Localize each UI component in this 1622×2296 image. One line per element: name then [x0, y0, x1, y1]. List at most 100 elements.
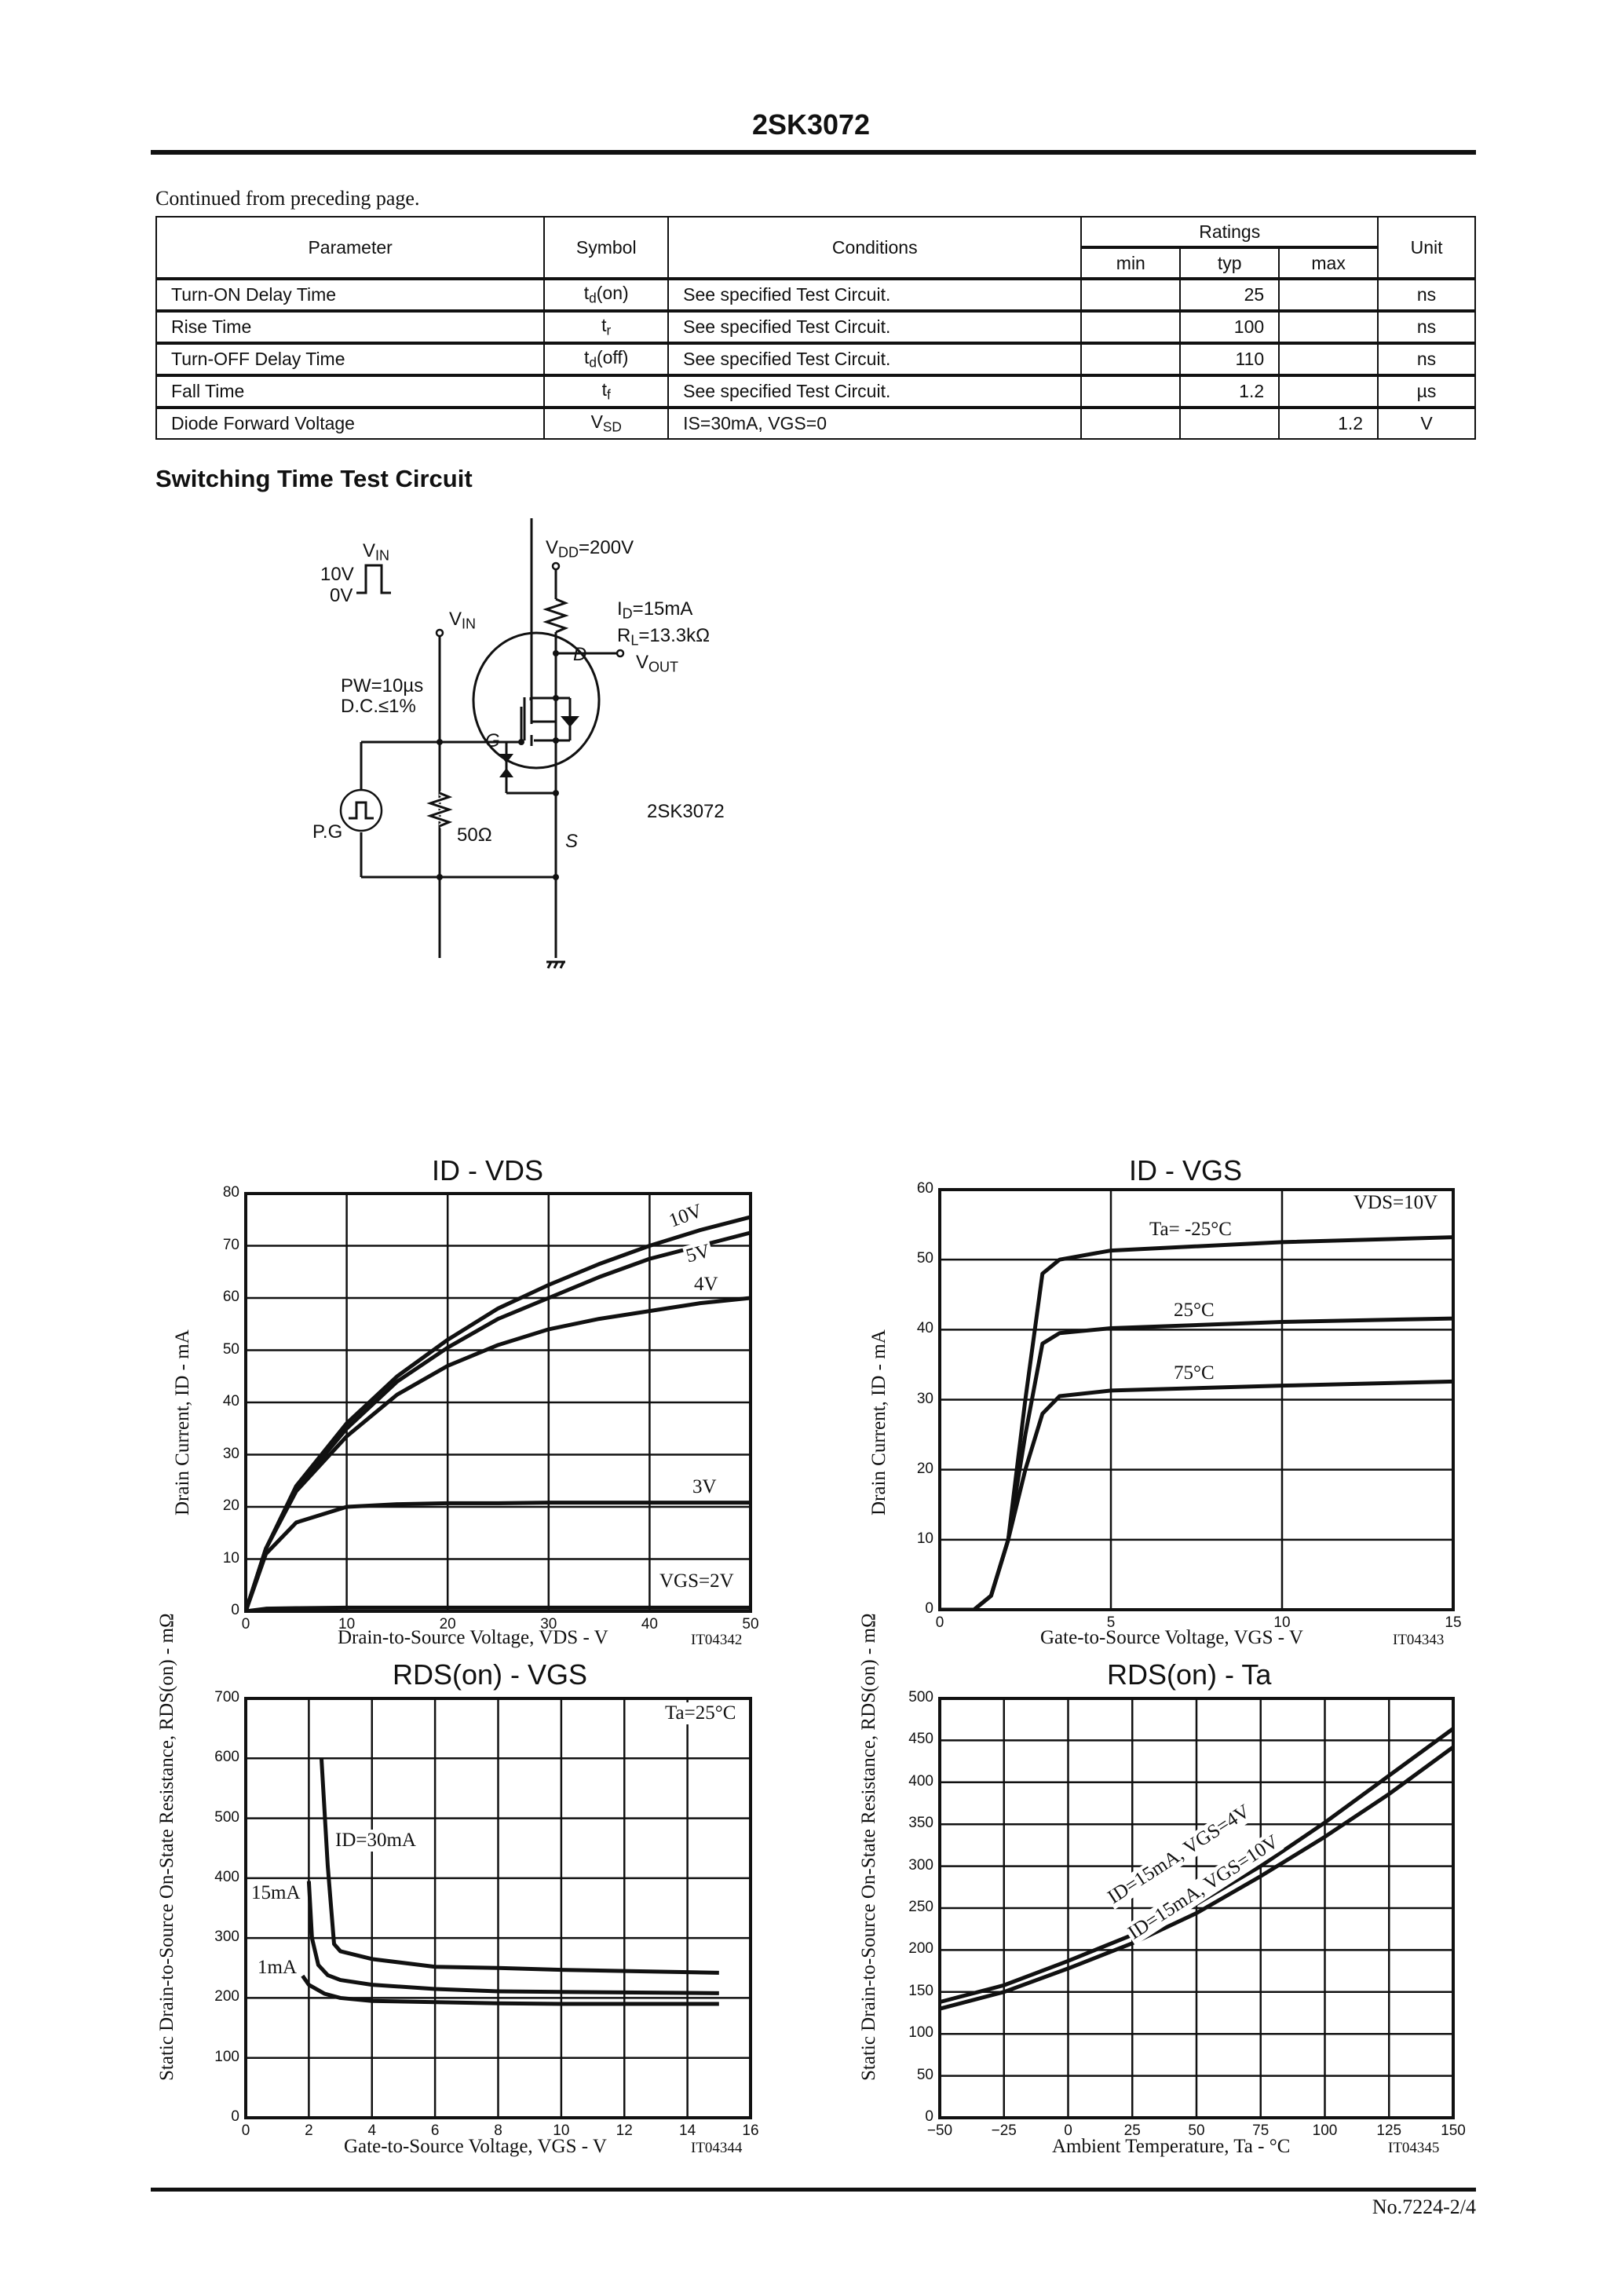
x-tick: −50: [926, 2122, 953, 2139]
cell-symbol: tf: [543, 375, 670, 408]
cell-typ: [1179, 407, 1280, 440]
series-line: [939, 1745, 1455, 2011]
x-axis-label: Ambient Temperature, Ta - °C: [1052, 2136, 1291, 2157]
y-tick: 400: [908, 1772, 933, 1790]
footer-rule: [151, 2188, 1476, 2192]
y-tick: 0: [925, 2108, 933, 2125]
x-tick: 8: [494, 2122, 502, 2139]
series-line: [319, 1758, 719, 1975]
gate-resistor-label: 50Ω: [457, 824, 492, 846]
cell-max: [1278, 278, 1379, 312]
vdd-label: VDD=200V: [546, 537, 634, 561]
cell-conditions: IS=30mA, VGS=0: [667, 407, 1083, 440]
series-label: 15mA: [250, 1882, 302, 1904]
y-tick: 50: [916, 1250, 933, 1267]
y-tick: 200: [908, 1940, 933, 1958]
cell-parameter: Rise Time: [155, 310, 546, 344]
y-tick: 100: [214, 2048, 239, 2065]
chart-title: RDS(on) - VGS: [393, 1658, 588, 1691]
x-tick: 10: [553, 2122, 570, 2139]
cell-parameter: Turn-ON Delay Time: [155, 278, 546, 312]
series-label: 25°C: [1172, 1300, 1216, 1322]
cell-symbol: VSD: [543, 407, 670, 440]
y-tick: 80: [222, 1184, 239, 1201]
x-tick: 125: [1376, 2122, 1402, 2139]
y-tick: 150: [908, 1982, 933, 1999]
y-tick: 500: [214, 1808, 239, 1826]
x-axis-label: Drain-to-Source Voltage, VDS - V: [338, 1627, 608, 1648]
y-tick: 250: [908, 1899, 933, 1915]
device-label: 2SK3072: [647, 801, 725, 822]
chart-title: RDS(on) - Ta: [1107, 1658, 1272, 1691]
y-tick: 20: [222, 1497, 239, 1514]
x-tick: 0: [935, 1614, 944, 1631]
cell-conditions: See specified Test Circuit.: [667, 310, 1083, 344]
y-tick: 20: [916, 1460, 933, 1477]
x-tick: 0: [241, 1616, 250, 1632]
page-number: No.7224-2/4: [1372, 2195, 1476, 2218]
series-line: [301, 1974, 719, 2006]
chart-title: ID - VGS: [1129, 1154, 1243, 1186]
y-tick: 0: [925, 1600, 933, 1617]
continued-note: Continued from preceding page.: [155, 187, 420, 210]
x-tick: 14: [679, 2122, 696, 2139]
col-typ: typ: [1179, 247, 1280, 280]
series-label: ID=30mA: [334, 1830, 418, 1852]
cell-symbol: td(on): [543, 278, 670, 312]
y-tick: 500: [908, 1689, 933, 1706]
pulse-low-label: 0V: [330, 585, 353, 606]
input-pulse-icon: [356, 564, 391, 594]
load-resistor-icon: [542, 598, 569, 634]
figure-id: IT04344: [691, 2140, 743, 2156]
cell-conditions: See specified Test Circuit.: [667, 375, 1083, 408]
vout-label: VOUT: [636, 652, 679, 675]
x-tick: 100: [1312, 2122, 1338, 2139]
rl-label: RL=13.3kΩ: [617, 625, 711, 649]
document-title: 2SK3072: [751, 108, 871, 141]
x-tick: 2: [305, 2122, 313, 2139]
x-tick: 4: [367, 2122, 377, 2139]
col-ratings: Ratings: [1080, 216, 1379, 248]
series-label: VGS=2V: [658, 1570, 736, 1592]
y-tick: 300: [214, 1929, 239, 1946]
y-tick: 30: [916, 1390, 933, 1407]
cell-min: [1080, 375, 1182, 408]
x-tick: 150: [1441, 2122, 1466, 2139]
pg-label: P.G: [312, 821, 343, 843]
y-tick: 700: [214, 1689, 239, 1706]
x-tick: 6: [430, 2122, 440, 2139]
cell-max: 1.2: [1278, 407, 1379, 440]
series-label: 3V: [691, 1476, 718, 1498]
mosfet-icon: [472, 631, 601, 770]
switching-test-circuit: [339, 518, 625, 969]
cell-typ: 25: [1179, 278, 1280, 312]
cell-conditions: See specified Test Circuit.: [667, 342, 1083, 376]
plot-area: [244, 1192, 752, 1613]
id-label: ID=15mA: [617, 598, 693, 622]
series-line: [244, 1501, 751, 1612]
section-title: Switching Time Test Circuit: [155, 465, 473, 492]
x-axis-label: Gate-to-Source Voltage, VGS - V: [344, 2136, 607, 2157]
x-tick: 50: [742, 1616, 759, 1632]
cell-min: [1080, 407, 1182, 440]
col-unit: Unit: [1377, 216, 1476, 280]
y-axis-label: Static Drain-to-Source On-State Resistan…: [858, 1613, 879, 2081]
series-line: [245, 1605, 751, 1613]
y-tick: 50: [916, 2066, 933, 2083]
y-tick: 70: [222, 1236, 239, 1253]
y-axis-label: Drain Current, ID - mA: [868, 1329, 890, 1515]
y-tick: 100: [908, 2024, 933, 2042]
cell-max: [1278, 310, 1379, 344]
plot-area: [244, 1697, 752, 2119]
plot-area: [938, 1188, 1455, 1611]
x-tick: 5: [1106, 1614, 1116, 1631]
cell-max: [1278, 375, 1379, 408]
vout-terminal-icon: [616, 649, 625, 658]
source-label: S: [565, 831, 579, 852]
y-axis-label: Static Drain-to-Source On-State Resistan…: [156, 1613, 177, 2081]
y-tick: 40: [222, 1393, 239, 1409]
cell-typ: 110: [1179, 342, 1280, 376]
cell-conditions: See specified Test Circuit.: [667, 278, 1083, 312]
